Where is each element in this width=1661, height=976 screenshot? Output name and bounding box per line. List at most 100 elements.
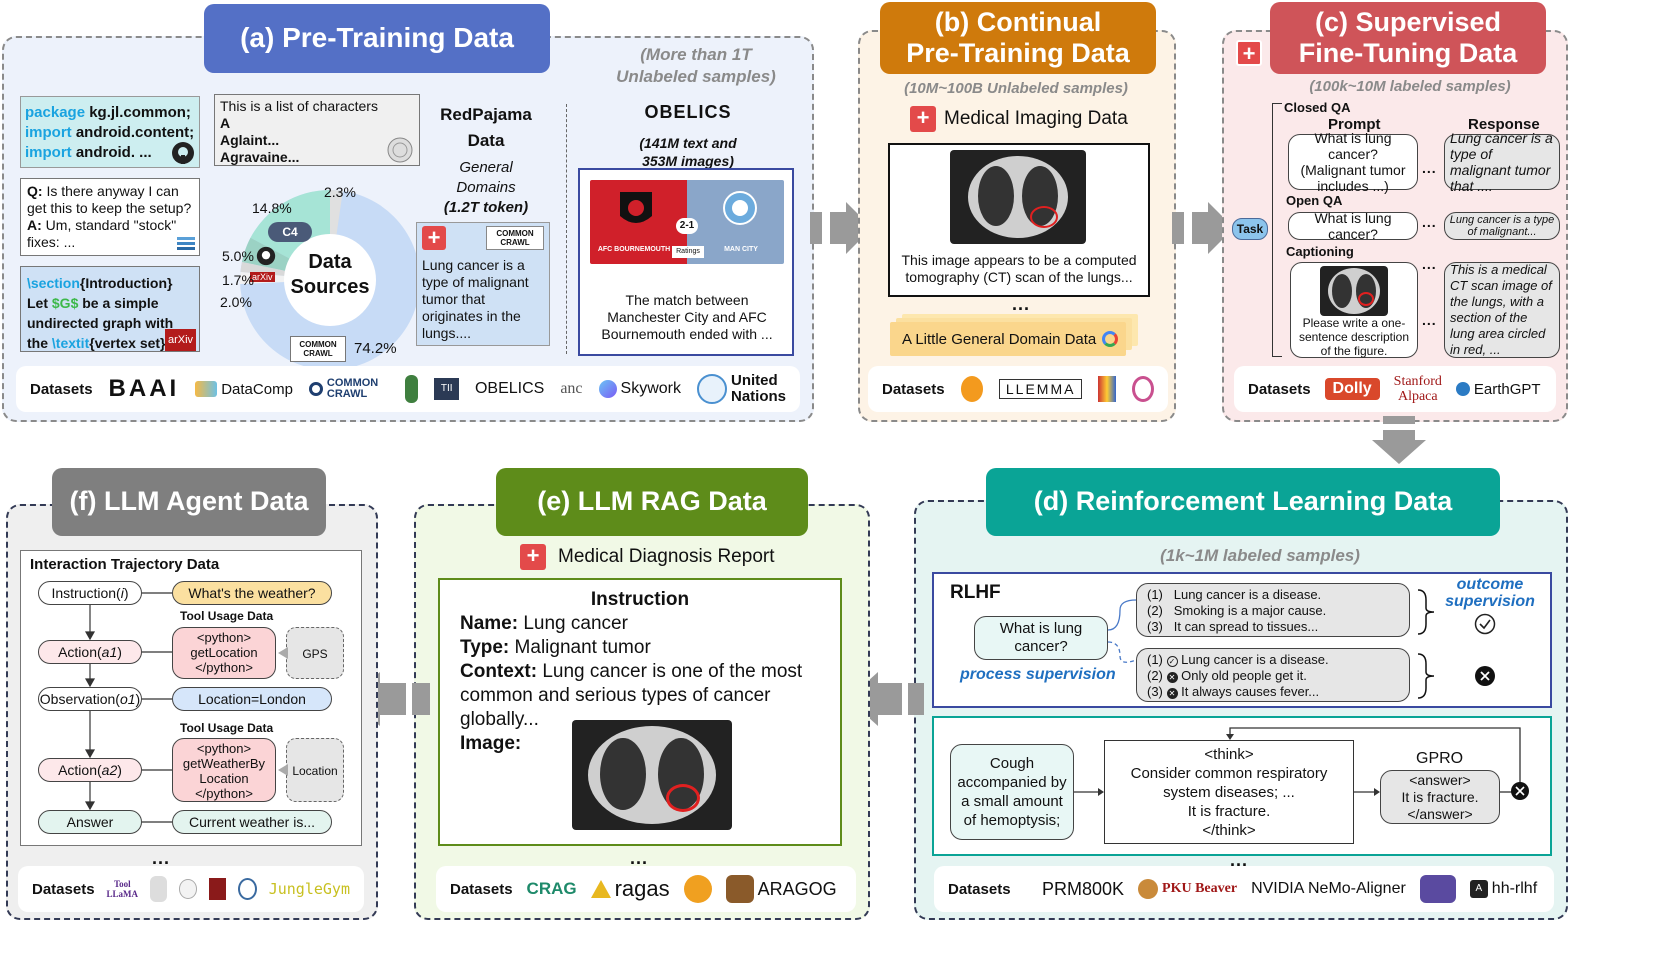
datasets-label: Datasets — [30, 380, 93, 398]
cross-icon: ✕ — [1166, 688, 1178, 699]
rl-ellipsis: ... — [1230, 850, 1249, 870]
github-icon — [172, 142, 194, 164]
skywork-logo: Skywork — [598, 380, 681, 398]
latex-sample-box: \section{Introduction} Let $G$ be a simp… — [20, 266, 200, 352]
outcome-answer-box: (1) Lung cancer is a disease. (2) Smokin… — [1136, 583, 1410, 637]
junglegym-logo: JungleGym — [268, 880, 350, 898]
datacomp-icon — [195, 381, 218, 397]
pie-arxiv-tag: arXiv — [250, 272, 275, 282]
caption-dots-top: ... — [1422, 256, 1437, 272]
circle-logo-icon — [237, 878, 257, 900]
action1-node: Action(a1) — [38, 640, 142, 664]
commoncrawl-icon — [308, 382, 323, 396]
colorful-icon — [1098, 376, 1117, 402]
caption-response: This is a medical CT scan image of the l… — [1444, 262, 1560, 358]
google-icon — [1102, 331, 1119, 347]
location-value: Location=London — [172, 687, 332, 711]
weather-question: What's the weather? — [172, 581, 332, 605]
continual-cross-icon: + — [910, 106, 936, 132]
data-sources-pie — [239, 190, 420, 370]
sft-ct-image — [1320, 266, 1388, 316]
wiki-sample-box: This is a list of characters A Aglaint..… — [214, 94, 420, 166]
match-right-team: MAN CITY — [724, 246, 758, 253]
llemma-logo: LLEMMA — [998, 379, 1083, 399]
datasets-label-f: Datasets — [32, 880, 95, 898]
task-node: Task — [1232, 218, 1268, 240]
rl-note: (1k~1M labeled samples) — [1160, 546, 1360, 565]
pku-beaver-logo: PKU Beaver — [1138, 879, 1237, 899]
pie-label-742: 74.2% — [354, 340, 397, 357]
anthropic-icon: A — [1469, 880, 1488, 898]
datasets-label-c: Datasets — [1248, 380, 1311, 398]
medical-imaging-label: Medical Imaging Data — [944, 108, 1128, 129]
pie-label-20: 2.0% — [220, 294, 252, 310]
gpro-label: GPRO — [1416, 750, 1464, 767]
match-score: 2-1 — [676, 218, 698, 234]
pie-label-148: 14.8% — [252, 200, 292, 216]
agent-ellipsis: ... — [152, 848, 171, 868]
pie-center-hole — [284, 234, 376, 326]
continual-datasets-bar: Datasets LLEMMA — [868, 366, 1168, 412]
medical-cross-icon: + — [422, 226, 446, 250]
ruler-icon — [590, 880, 611, 898]
tumor-circle — [1030, 206, 1058, 228]
caption-prompt: Please write a one-sentence description … — [1298, 316, 1410, 358]
ct-caption: This image appears to be a computed tomo… — [901, 252, 1137, 285]
closed-dots: ... — [1422, 160, 1437, 176]
obelics-title: OBELICS — [644, 102, 732, 122]
pie-label-23: 2.3% — [324, 184, 356, 200]
answer-box: <answer>It is fracture.</answer> — [1380, 770, 1500, 824]
dolly-logo: Dolly — [1324, 378, 1380, 400]
pie-c4-tag: C4 — [268, 222, 312, 242]
caption-dots-mid: ... — [1422, 312, 1437, 328]
think-box: <think>Consider common respiratory syste… — [1104, 740, 1354, 844]
beaver-icon — [1138, 879, 1159, 899]
observation-node: Observation(o1) — [38, 687, 142, 711]
arrow-a-to-b — [810, 202, 872, 254]
ct-scan-image — [950, 150, 1086, 244]
sft-cross-icon: + — [1236, 40, 1262, 66]
current-weather: Current weather is... — [172, 810, 332, 834]
outcome-brace — [1417, 589, 1435, 635]
llama-icon — [150, 876, 167, 902]
rag-tumor-circle — [666, 784, 700, 812]
gps-box: GPS — [286, 627, 344, 679]
tool-usage-label-2: Tool Usage Data — [180, 721, 274, 735]
rag-cross-icon: + — [520, 544, 546, 570]
tii-icon: TII — [434, 378, 459, 400]
answer-node: Answer — [38, 810, 142, 834]
github-icon-pie — [256, 246, 276, 266]
sft-tumor-circle — [1358, 292, 1374, 306]
open-prompt: What is lung cancer? — [1288, 210, 1418, 242]
rag-title: (e) LLM RAG Data — [496, 468, 808, 536]
skywork-icon — [598, 380, 617, 398]
pretraining-divider — [566, 104, 567, 354]
process-supervision-label: process supervision — [960, 666, 1116, 683]
process-brace — [1417, 653, 1435, 699]
datasets-label-b: Datasets — [882, 380, 945, 398]
nemo-aligner-logo: NVIDIA NeMo-Aligner — [1251, 880, 1406, 897]
action2-node: Action(a2) — [38, 758, 142, 782]
tool-usage-label-1: Tool Usage Data — [180, 609, 274, 623]
rlhf-connectors — [1107, 599, 1137, 663]
earthgpt-logo: EarthGPT — [1455, 381, 1541, 398]
bird-icon — [178, 879, 198, 899]
agent-title: (f) LLM Agent Data — [52, 468, 326, 536]
arrow-d-to-e — [848, 672, 924, 726]
obelics-logo: OBELICS — [474, 380, 545, 397]
continual-note: (10M~100B Unlabeled samples) — [904, 80, 1128, 97]
rl-datasets-bar: Datasets PRM800K PKU Beaver NVIDIA NeMo-… — [934, 866, 1554, 912]
wikipedia-icon — [387, 137, 413, 163]
closed-prompt: What is lung cancer? (Malignant tumor in… — [1288, 130, 1418, 194]
pretraining-title: (a) Pre-Training Data — [204, 4, 550, 73]
